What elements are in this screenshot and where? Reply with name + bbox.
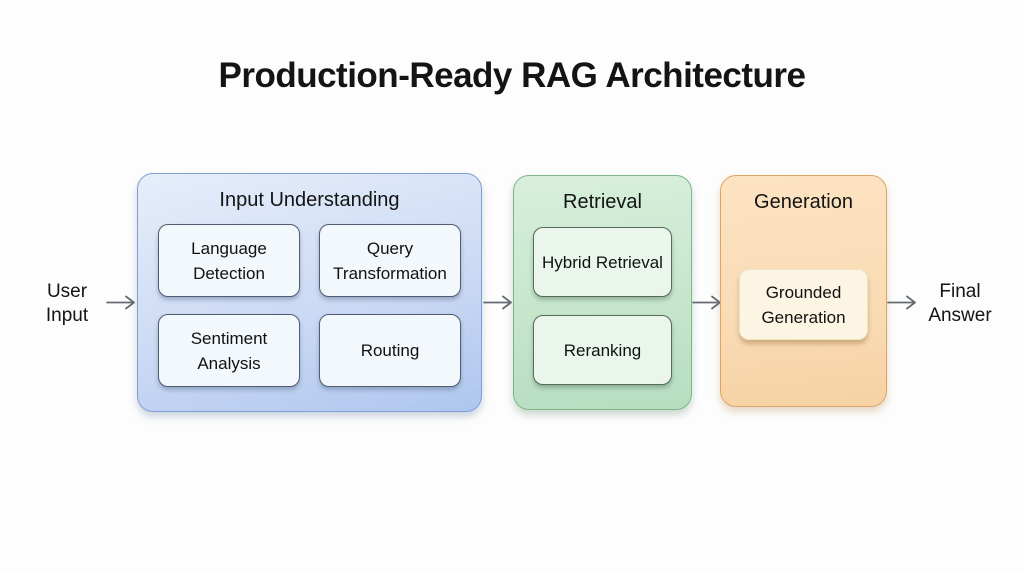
node-grid: Language Detection Query Transformation … bbox=[158, 224, 461, 387]
node-query-transformation: Query Transformation bbox=[319, 224, 461, 297]
node-grounded-generation: Grounded Generation bbox=[739, 269, 868, 340]
final-answer-label: Final Answer bbox=[928, 281, 992, 326]
arrow-right-icon bbox=[106, 294, 136, 311]
arrow-right-icon bbox=[483, 294, 513, 311]
stage-title: Input Understanding bbox=[219, 189, 400, 211]
node-reranking: Reranking bbox=[533, 315, 672, 385]
node-routing: Routing bbox=[319, 314, 461, 387]
stage-generation: Generation Grounded Generation bbox=[720, 175, 887, 407]
node-hybrid-retrieval: Hybrid Retrieval bbox=[533, 227, 672, 297]
arrow-right-icon bbox=[692, 294, 722, 311]
node-language-detection: Language Detection bbox=[158, 224, 300, 297]
stage-input-understanding: Input Understanding Language Detection Q… bbox=[137, 173, 482, 412]
node-sentiment-analysis: Sentiment Analysis bbox=[158, 314, 300, 387]
node-grid: Grounded Generation bbox=[739, 269, 868, 340]
user-input-label: User Input bbox=[45, 281, 89, 326]
diagram-title: Production-Ready RAG Architecture bbox=[218, 56, 806, 95]
node-grid: Hybrid Retrieval Reranking bbox=[533, 227, 672, 385]
stage-title: Generation bbox=[754, 191, 853, 213]
arrow-right-icon bbox=[887, 294, 917, 311]
stage-title: Retrieval bbox=[563, 191, 642, 213]
stage-retrieval: Retrieval Hybrid Retrieval Reranking bbox=[513, 175, 692, 410]
